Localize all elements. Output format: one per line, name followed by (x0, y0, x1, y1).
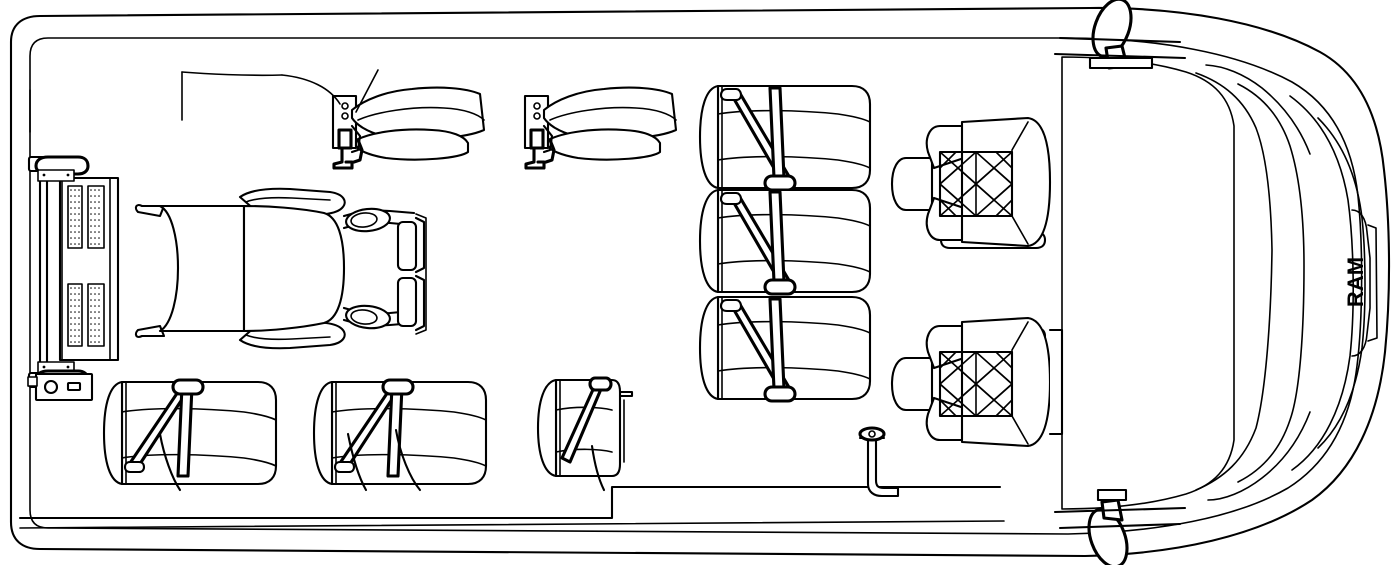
wheelchair-caster-lower (345, 304, 391, 330)
side-mirror-upper (1053, 0, 1187, 70)
folded-seat-2-cushion (542, 86, 678, 140)
folded-seat-1[interactable] (331, 69, 486, 170)
seat-row-b-1[interactable] (102, 378, 278, 486)
wheelchair-seat-cushion (242, 204, 346, 333)
windshield (1195, 72, 1305, 491)
wheelchair-footrest-lower (396, 276, 418, 328)
seat-row-b-3-headrest (536, 378, 558, 478)
wheelchair-footrest-upper (396, 220, 418, 272)
seat-row-a-3-buckle (763, 385, 797, 403)
seat-row-a-1[interactable] (698, 84, 872, 192)
seat-row-b-3[interactable] (536, 376, 634, 478)
folded-seat-2-backpanel (546, 128, 662, 161)
front-bumper (1351, 209, 1378, 357)
seat-row-b-2-headrest (312, 380, 334, 486)
front-wheel-arch (1205, 64, 1311, 501)
wheelchair-backrest (158, 204, 246, 333)
folded-seat-1-cushion (350, 86, 486, 140)
front-seat-passenger-headrest (890, 156, 934, 212)
wheelchair-push-handle-lower (134, 324, 166, 338)
seat-row-a-1-headrest (698, 84, 720, 190)
seat-row-b-2-buckle (381, 378, 415, 396)
front-seat-passenger[interactable] (890, 116, 1052, 250)
seat-row-a-3-headrest (698, 295, 720, 401)
wheelchair-lift-platform[interactable] (27, 155, 120, 402)
front-seat-passenger-quilting (938, 150, 1014, 218)
front-seat-driver-quilting (938, 350, 1014, 418)
seat-row-a-2[interactable] (698, 188, 872, 296)
seat-row-b-1-buckle (171, 378, 205, 396)
vehicle-outer-body (9, 6, 1391, 558)
front-seat-driver-headrest (890, 356, 934, 412)
hood-panel (1289, 95, 1366, 471)
folded-seat-1-backpanel (354, 128, 470, 161)
seat-row-a-3[interactable] (698, 295, 872, 403)
lift-control-box[interactable] (27, 372, 94, 402)
folded-seat-2[interactable] (523, 86, 678, 170)
cabin-floor-outline (18, 37, 1363, 535)
lift-handrail-upper[interactable] (27, 155, 90, 182)
front-seat-driver[interactable] (890, 316, 1064, 448)
seat-row-a-1-buckle (763, 174, 797, 192)
lift-status-indicator (66, 381, 82, 392)
seat-row-a-2-headrest (698, 188, 720, 294)
stanchion-grab-handle[interactable] (858, 426, 900, 498)
wheelchair-caster-upper (345, 207, 391, 233)
lift-platform-deck (58, 176, 120, 362)
side-mirror-lower (1053, 488, 1187, 565)
seat-row-a-2-buckle (763, 278, 797, 296)
wheelchair-push-handle-upper (134, 204, 166, 218)
ram-badge: RAM (1343, 257, 1368, 307)
lift-grip-panels (67, 185, 105, 347)
seat-row-b-2[interactable] (312, 378, 488, 486)
wheelchair[interactable] (134, 187, 427, 350)
seat-row-b-1-headrest (102, 380, 124, 486)
roof-panel (1061, 56, 1235, 510)
ram-badge-text: RAM (1343, 257, 1368, 307)
lift-control-button[interactable] (43, 379, 59, 395)
front-seat-passenger-back (960, 116, 1052, 248)
floor-trim-lines (29, 71, 606, 492)
